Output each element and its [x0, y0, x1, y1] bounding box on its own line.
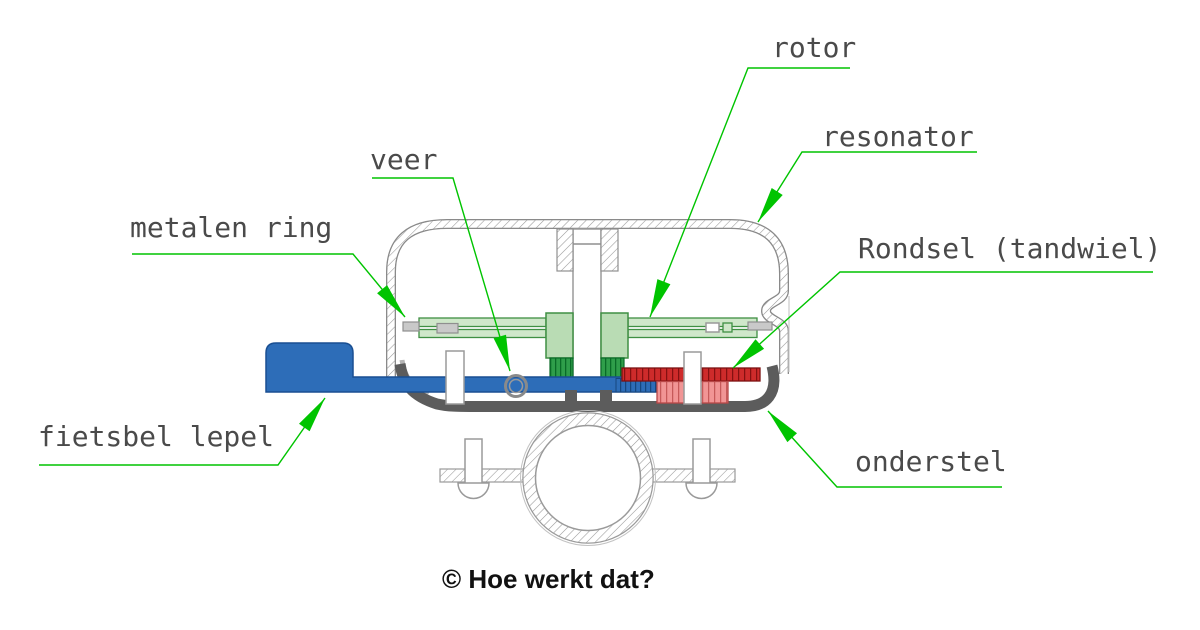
spring-coil-outer: [504, 374, 528, 398]
label-resonator: resonator: [822, 120, 974, 153]
labels: rotor resonator veer metalen ring Rondse…: [38, 31, 1161, 594]
base-stub-left: [565, 390, 577, 407]
standoff-post-right: [683, 351, 702, 405]
rotor-assembly: [402, 312, 773, 381]
center-shaft-assembly: [556, 228, 619, 381]
rondsel-leader-line: [732, 271, 1153, 369]
rotor-arrowhead: [650, 279, 671, 317]
tube-outer-edge: [520, 410, 656, 546]
shaft-boss-left: [556, 228, 574, 272]
veer-leader-line: [372, 177, 511, 372]
metal-ring-tab: [402, 321, 420, 332]
label-fietsbel-lepel: fietsbel lepel: [38, 420, 274, 453]
rotor-right-notch: [705, 322, 720, 333]
metal-ring-block: [436, 322, 459, 334]
handlebar-clamp: [439, 410, 736, 546]
rotor-hub-left: [545, 312, 574, 359]
label-onderstel: onderstel: [855, 445, 1007, 478]
shaft-boss-right: [600, 228, 619, 272]
clamp-bolt-left: [464, 438, 483, 485]
metalen-ring-arrowhead: [377, 285, 405, 317]
onderstel-arrowhead: [768, 411, 797, 443]
clamp-bolt-left-head: [457, 482, 490, 500]
label-rotor: rotor: [772, 31, 856, 64]
leader-lines: [39, 67, 1153, 488]
rotor-hub-right: [600, 312, 629, 359]
handlebar-tube-bore: [534, 424, 642, 532]
clamp-bolt-right: [692, 438, 711, 485]
rotor-leader-line: [649, 67, 850, 318]
rondsel-arrowhead: [733, 339, 765, 368]
handlebar-tube-wall: [523, 413, 653, 543]
spring-coil-inner: [508, 378, 524, 394]
label-metalen-ring: metalen ring: [130, 211, 332, 244]
caption-text: © Hoe werkt dat?: [442, 564, 655, 594]
lever-arm: [265, 342, 657, 393]
fietsbel-lepel-arrowhead: [299, 398, 325, 432]
bell-lever: [265, 342, 657, 393]
label-veer: veer: [370, 143, 437, 176]
center-shaft: [572, 228, 602, 381]
resonator-leader-line: [757, 151, 977, 223]
resonator-dome: [386, 219, 790, 377]
spring-ring: [504, 374, 528, 398]
dome-wall-hatch: [387, 220, 788, 377]
metalen-ring-leader-line: [132, 253, 406, 318]
label-rondsel: Rondsel (tandwiel): [858, 232, 1161, 265]
standoff-post-left: [445, 350, 465, 405]
rotor-right-green-notch: [722, 322, 733, 333]
rotor-axle-stub: [747, 321, 773, 331]
resonator-arrowhead: [758, 188, 783, 222]
clamp-bolt-right-head: [685, 482, 718, 500]
rotor-plate-right-bottom: [627, 328, 758, 339]
veer-arrowhead: [493, 334, 510, 371]
rotor-plate-right-top: [627, 317, 758, 328]
base-stub-right: [600, 390, 612, 407]
